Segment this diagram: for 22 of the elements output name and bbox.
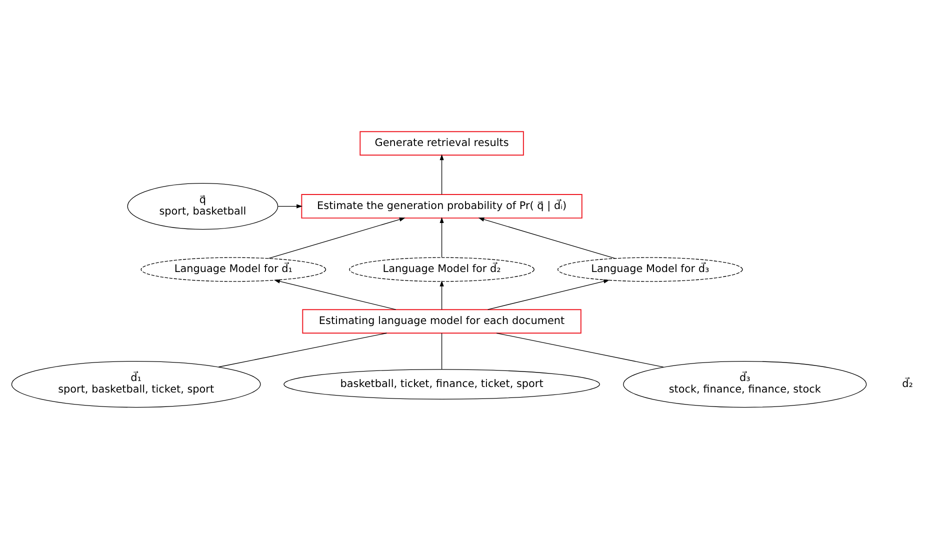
- arrow: [274, 279, 396, 310]
- node-box: Estimate the generation probability of Pr( q⃗ | d⃗ᵢ): [301, 194, 582, 219]
- connector: [441, 332, 442, 370]
- node-ellipse: Language Model for d⃗₂: [349, 257, 534, 282]
- connector: [496, 332, 664, 368]
- node-ellipse: d⃗₁ sport, basketball, ticket, sport: [11, 360, 261, 408]
- node-ellipse: d⃗₃ stock, finance, finance, stock: [623, 360, 867, 408]
- node-ellipse: Language Model for d⃗₃: [558, 257, 743, 282]
- arrow: [440, 217, 444, 258]
- node-box: Generate retrieval results: [360, 131, 524, 156]
- arrow: [278, 204, 302, 208]
- label: d⃗₂: [902, 378, 913, 390]
- node-box: Estimating language model for each document: [302, 309, 582, 334]
- arrow: [487, 279, 610, 310]
- node-ellipse: Language Model for d⃗₁: [140, 257, 326, 282]
- arrow: [440, 154, 444, 195]
- arrow: [440, 280, 444, 310]
- arrow: [478, 218, 616, 259]
- connector: [218, 332, 387, 368]
- node-ellipse: q⃗ sport, basketball: [127, 182, 278, 230]
- arrow: [268, 218, 406, 259]
- node-ellipse: basketball, ticket, finance, ticket, sport: [284, 369, 600, 400]
